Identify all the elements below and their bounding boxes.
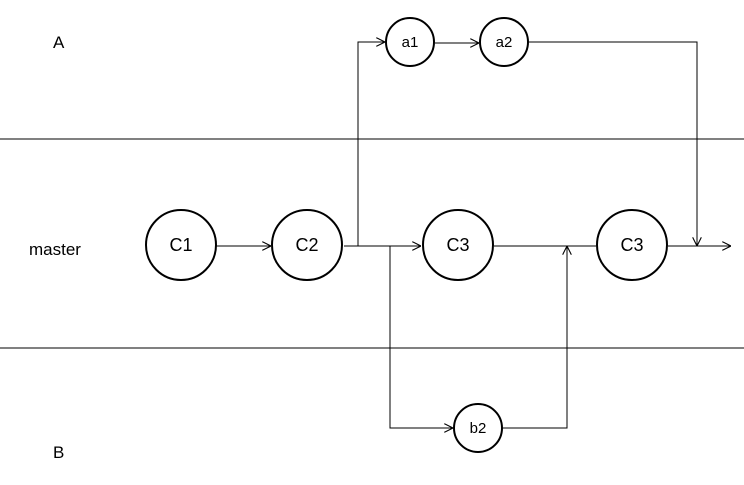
node-c2-label: C2 (295, 235, 318, 255)
edge-c2-a1 (357, 42, 385, 246)
node-a2-label: a2 (496, 34, 513, 51)
lane-label-b: B (53, 443, 64, 462)
edge-b2-merge (502, 246, 567, 429)
node-c1: C1 (145, 209, 217, 281)
lane-label-a: A (53, 33, 65, 52)
edge-a2-merge (529, 41, 697, 246)
node-a2: a2 (479, 17, 529, 67)
node-c3-second-label: C3 (620, 235, 643, 255)
node-c3-first-label: C3 (446, 235, 469, 255)
node-c1-label: C1 (169, 235, 192, 255)
node-c2: C2 (271, 209, 343, 281)
node-c3-second: C3 (596, 209, 668, 281)
node-c3-first: C3 (422, 209, 494, 281)
node-b2: b2 (453, 403, 503, 453)
node-a1: a1 (385, 17, 435, 67)
node-b2-label: b2 (470, 420, 487, 437)
edge-c2-b2 (389, 246, 453, 428)
lane-label-master: master (29, 240, 81, 259)
node-a1-label: a1 (402, 34, 419, 51)
